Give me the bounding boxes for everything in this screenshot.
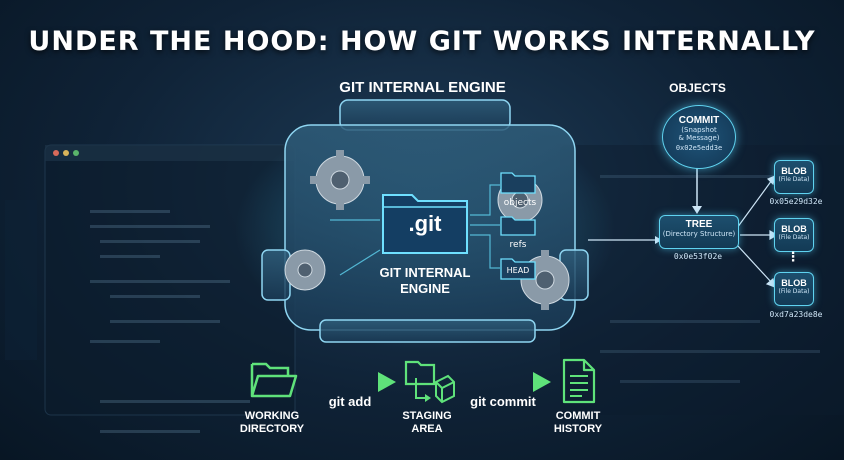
blob-sub: (File Data) bbox=[778, 288, 810, 295]
step-line2: AREA bbox=[411, 423, 443, 435]
commit-sub1: (Snapshot bbox=[681, 126, 717, 134]
commit-history-label: COMMIT HISTORY bbox=[533, 410, 623, 436]
page-title: UNDER THE HOOD: HOW GIT WORKS INTERNALLY bbox=[28, 26, 816, 57]
git-folder: .git bbox=[380, 185, 470, 257]
blob-title: BLOB bbox=[781, 224, 807, 234]
subfolder-label: objects bbox=[503, 198, 537, 208]
blob-title: BLOB bbox=[781, 166, 807, 176]
open-folder-icon bbox=[250, 362, 298, 398]
folder-icon bbox=[500, 216, 536, 236]
tree-hash: 0x0e53f02e bbox=[673, 252, 723, 261]
engine-heading: GIT INTERNAL ENGINE bbox=[339, 79, 506, 96]
blob-hash: 0x05e29d32e bbox=[769, 197, 823, 206]
objects-heading: OBJECTS bbox=[669, 81, 726, 95]
engine-inner-label-line2: ENGINE bbox=[400, 281, 450, 296]
commit-title: COMMIT bbox=[678, 115, 720, 126]
commit-hash: 0x02e5edd3e bbox=[675, 144, 723, 152]
git-add-command: git add bbox=[328, 394, 372, 409]
folder-icon bbox=[382, 194, 468, 254]
subfolder-head: HEAD bbox=[500, 256, 540, 282]
blob-object: BLOB (File Data) bbox=[774, 272, 814, 306]
staging-files-icon bbox=[404, 360, 455, 404]
tree-object: TREE (Directory Structure) bbox=[659, 215, 739, 249]
blob-sub: (File Data) bbox=[778, 234, 810, 241]
blob-object: BLOB (File Data) bbox=[774, 218, 814, 252]
step-line2: DIRECTORY bbox=[239, 423, 305, 435]
subfolder-label: refs bbox=[509, 240, 527, 250]
folder-icon bbox=[500, 258, 536, 280]
working-directory bbox=[242, 358, 302, 406]
staging-area-label: STAGING AREA bbox=[382, 410, 472, 436]
subfolder-refs: refs bbox=[500, 214, 540, 250]
staging-area bbox=[400, 356, 456, 410]
git-folder-label: .git bbox=[408, 211, 442, 236]
tree-title: TREE bbox=[685, 219, 713, 230]
step-line1: STAGING bbox=[402, 410, 452, 422]
engine-inner-label: GIT INTERNAL ENGINE bbox=[360, 265, 490, 297]
tree-sub: (Directory Structure) bbox=[662, 230, 736, 238]
engine-inner-label-line1: GIT INTERNAL bbox=[379, 265, 471, 280]
step-line2: HISTORY bbox=[553, 423, 603, 435]
folder-icon bbox=[500, 172, 536, 194]
git-commit-command: git commit bbox=[470, 394, 536, 409]
blob-title: BLOB bbox=[781, 278, 807, 288]
working-directory-label: WORKING DIRECTORY bbox=[227, 410, 317, 436]
commit-sub2: & Message) bbox=[678, 134, 720, 142]
step-line1: COMMIT bbox=[555, 410, 601, 422]
blob-object: BLOB (File Data) bbox=[774, 160, 814, 194]
commit-history bbox=[558, 356, 598, 410]
step-line1: WORKING bbox=[244, 410, 300, 422]
document-icon bbox=[562, 358, 596, 404]
blob-hash: 0xd7a23de8e bbox=[769, 310, 823, 319]
commit-object: COMMIT (Snapshot & Message) 0x02e5edd3e bbox=[662, 105, 736, 169]
subfolder-objects: objects bbox=[500, 170, 540, 208]
more-blobs-ellipsis: ⋮ bbox=[786, 250, 800, 265]
blob-sub: (File Data) bbox=[778, 176, 810, 183]
subfolder-label: HEAD bbox=[506, 266, 530, 275]
